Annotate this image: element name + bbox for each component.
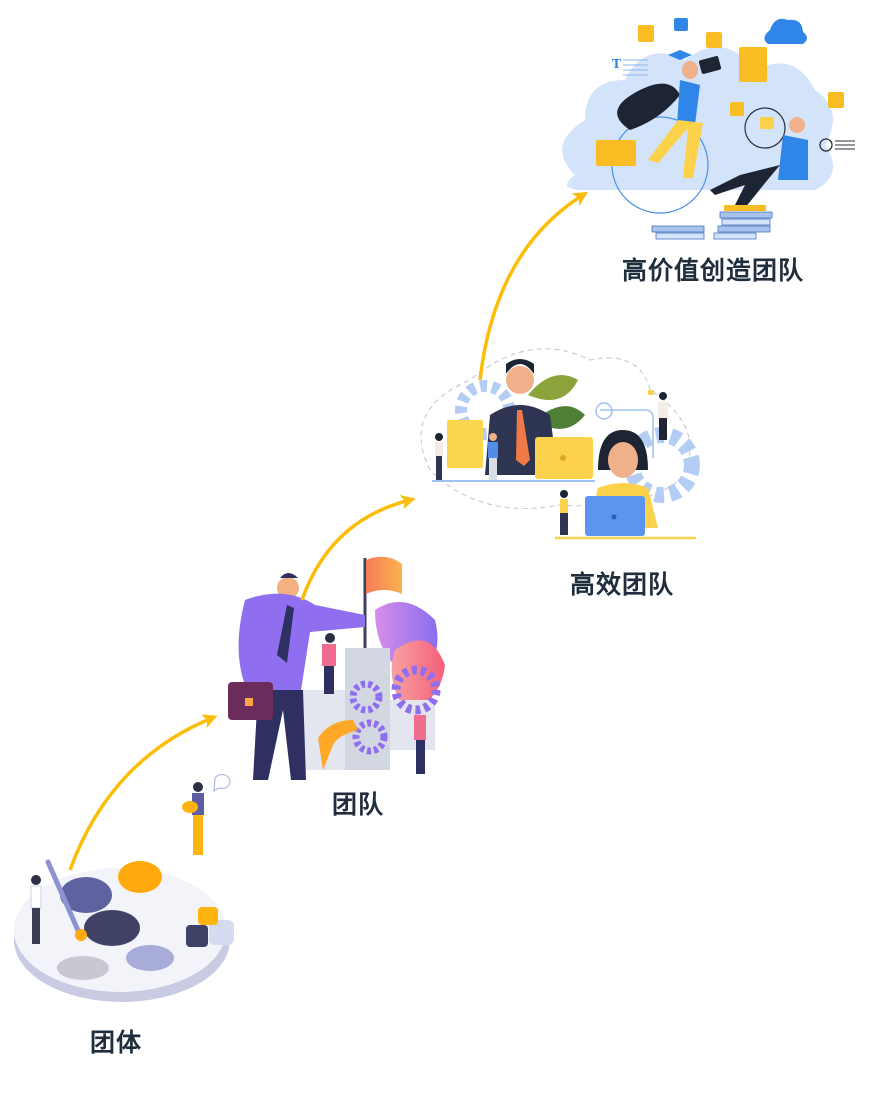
arrow-stage-1-to-2 xyxy=(68,714,218,871)
stage-4-label: 高价值创造团队 xyxy=(622,256,805,285)
stage-3-label: 高效团队 xyxy=(570,570,675,599)
stage-4-illustration: T xyxy=(562,18,855,240)
stage-2-illustration xyxy=(228,556,445,780)
arrow-stage-3-to-4 xyxy=(478,191,588,381)
stage-1-label: 团体 xyxy=(90,1028,143,1057)
arrow-stage-2-to-3 xyxy=(300,495,416,601)
stage-3-illustration xyxy=(420,348,700,540)
svg-text:T: T xyxy=(612,57,621,71)
stage-1-illustration xyxy=(14,773,234,1002)
stage-2-label: 团队 xyxy=(332,790,385,819)
